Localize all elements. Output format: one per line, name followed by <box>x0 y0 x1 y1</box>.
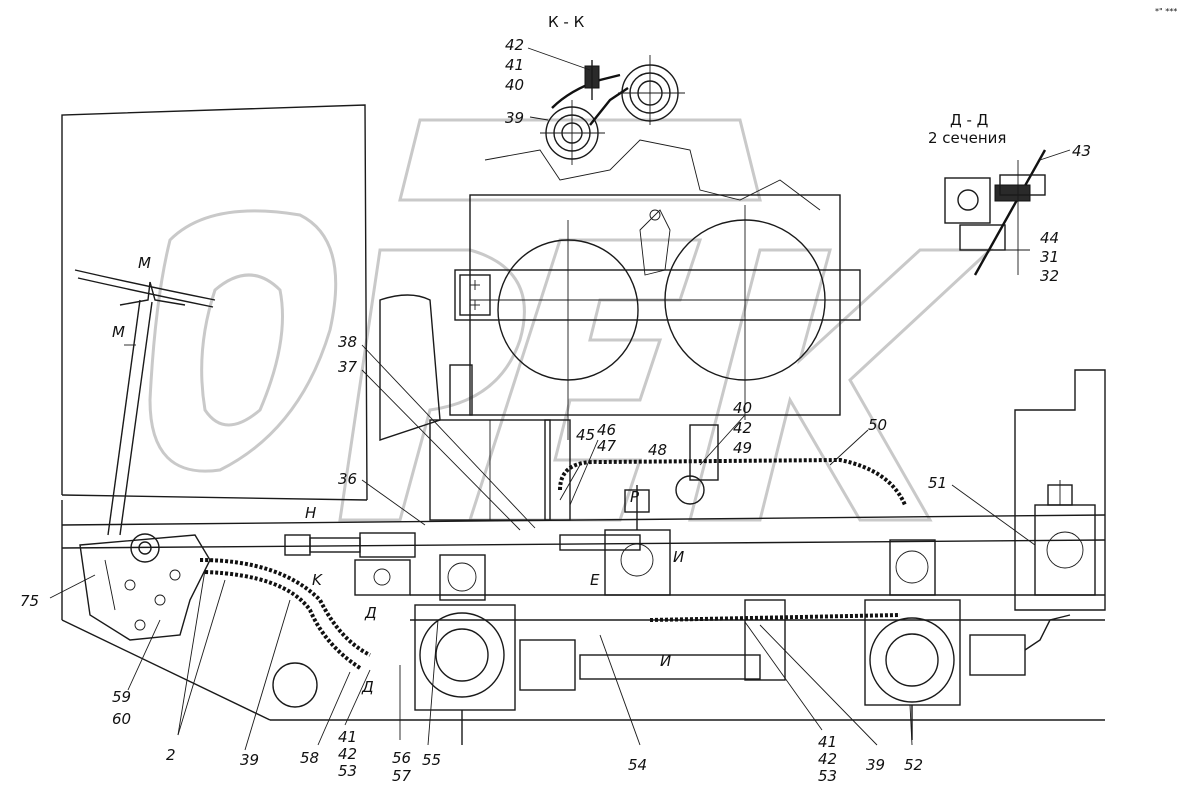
callout-label: 48 <box>648 441 667 459</box>
hoses <box>199 457 907 670</box>
view-mark-m-upper: M <box>138 254 151 272</box>
view-mark-k: K <box>312 571 323 589</box>
callout-label: 42 <box>818 750 837 768</box>
callout-label: 55 <box>422 751 441 769</box>
callout-label: 57 <box>392 767 412 785</box>
gear-outline <box>484 139 821 211</box>
cab-outline <box>61 104 368 501</box>
leader-lines <box>49 47 1071 751</box>
frame-rails <box>61 500 1106 721</box>
callout-label: 2 <box>166 746 176 764</box>
section-dd-title: Д - Д <box>950 111 988 129</box>
callout-label: 49 <box>733 439 752 457</box>
callout-label: 32 <box>1040 267 1059 285</box>
callout-label: 59 <box>112 688 131 706</box>
callout-label: 60 <box>112 710 131 728</box>
view-mark-i-lower: И <box>660 652 671 670</box>
view-mark-m-lower: M <box>112 323 125 341</box>
view-mark-d: Д <box>364 604 377 622</box>
callout-label: 46 <box>597 421 616 439</box>
callout-label: 47 <box>597 437 617 455</box>
steering-wheel <box>74 269 216 536</box>
callout-label: 37 <box>338 358 358 376</box>
steering-gearbox <box>79 533 211 641</box>
rear-assembly <box>1014 369 1106 611</box>
drive-shafts <box>284 532 786 681</box>
callout-labels: 42 41 40 39 43 44 31 32 38 37 36 46 47 4… <box>20 36 1091 785</box>
callout-label: 53 <box>338 762 357 780</box>
section-dd-subtitle: 2 сечения <box>928 129 1006 147</box>
callout-label: 53 <box>818 767 837 785</box>
callout-label: 39 <box>866 756 885 774</box>
callout-label: 45 <box>576 426 595 444</box>
callout-label: 39 <box>505 109 524 127</box>
callout-label: 41 <box>818 733 837 751</box>
callout-label: 36 <box>338 470 357 488</box>
corner-mark: *" *** <box>1155 7 1177 16</box>
view-mark-d-lower: Д <box>361 678 374 696</box>
callout-label: 42 <box>338 745 357 763</box>
view-mark-e: E <box>590 571 600 589</box>
axles <box>272 424 1071 745</box>
callout-label: 40 <box>733 399 752 417</box>
callout-label: 58 <box>300 749 319 767</box>
callout-label: 42 <box>733 419 752 437</box>
callout-label: 50 <box>868 416 887 434</box>
callout-label: 41 <box>505 56 524 74</box>
view-mark-i-upper: И <box>673 548 684 566</box>
section-kk-title: К - К <box>548 13 585 31</box>
callout-label: 41 <box>338 728 357 746</box>
callout-label: 38 <box>338 333 357 351</box>
callout-label: 39 <box>240 751 259 769</box>
view-mark-n: H <box>305 504 316 522</box>
callout-label: 52 <box>904 756 923 774</box>
callout-label: 44 <box>1040 229 1059 247</box>
callout-label: 43 <box>1072 142 1091 160</box>
callout-label: 75 <box>20 592 39 610</box>
callout-label: 51 <box>928 474 947 492</box>
callout-label: 31 <box>1040 248 1059 266</box>
callout-label: 40 <box>505 76 524 94</box>
view-marks: M M H E И И P K Д Д <box>112 254 684 696</box>
section-dd-detail <box>944 149 1047 276</box>
view-mark-r: P <box>630 488 640 506</box>
section-kk-detail <box>540 55 685 165</box>
engine-block <box>379 194 861 521</box>
callout-label: 56 <box>392 749 411 767</box>
callout-label: 54 <box>628 756 647 774</box>
callout-label: 42 <box>505 36 524 54</box>
